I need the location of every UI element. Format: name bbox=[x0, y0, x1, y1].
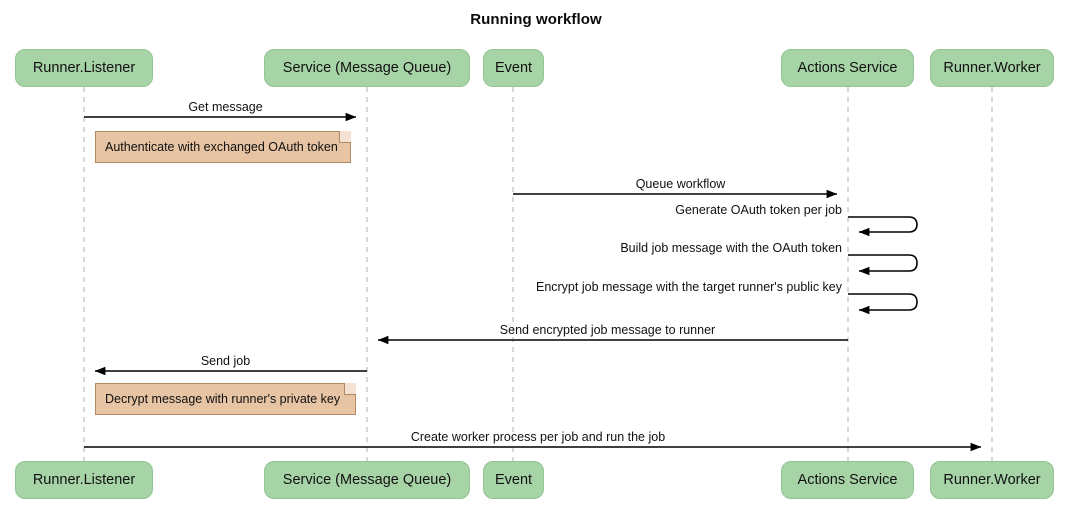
participant-label: Actions Service bbox=[797, 60, 898, 76]
message-label-encrypt-job-message: Encrypt job message with the target runn… bbox=[535, 280, 842, 294]
participant-label: Event bbox=[494, 472, 533, 488]
participant-runner-listener-top[interactable]: Runner.Listener bbox=[15, 49, 153, 87]
message-label-build-job-message: Build job message with the OAuth token bbox=[620, 241, 842, 255]
message-arrow-encrypt-job-message bbox=[848, 293, 918, 315]
participant-service-mq-bottom[interactable]: Service (Message Queue) bbox=[264, 461, 470, 499]
message-label-create-worker-process: Create worker process per job and run th… bbox=[410, 430, 666, 444]
participant-event-top[interactable]: Event bbox=[483, 49, 544, 87]
participant-label: Runner.Listener bbox=[32, 472, 136, 488]
message-label-queue-workflow: Queue workflow bbox=[635, 177, 726, 191]
participant-runner-worker-bottom[interactable]: Runner.Worker bbox=[930, 461, 1054, 499]
message-label-send-encrypted-job-message: Send encrypted job message to runner bbox=[499, 323, 716, 337]
participant-runner-worker-top[interactable]: Runner.Worker bbox=[930, 49, 1054, 87]
participant-actions-service-bottom[interactable]: Actions Service bbox=[781, 461, 914, 499]
participant-label: Actions Service bbox=[797, 472, 898, 488]
note-text: Authenticate with exchanged OAuth token bbox=[105, 140, 338, 154]
message-arrow-build-job-message bbox=[848, 254, 918, 276]
message-label-get-message: Get message bbox=[188, 100, 263, 114]
participant-event-bottom[interactable]: Event bbox=[483, 461, 544, 499]
message-arrow-generate-oauth-token bbox=[848, 216, 918, 237]
participant-service-mq-top[interactable]: Service (Message Queue) bbox=[264, 49, 470, 87]
message-label-generate-oauth-token: Generate OAuth token per job bbox=[675, 203, 842, 217]
note-text: Decrypt message with runner's private ke… bbox=[105, 392, 341, 406]
participant-label: Service (Message Queue) bbox=[282, 60, 452, 76]
participant-label: Runner.Worker bbox=[943, 60, 1041, 76]
message-label-send-job: Send job bbox=[200, 354, 251, 368]
participant-label: Runner.Worker bbox=[943, 472, 1041, 488]
participant-label: Runner.Listener bbox=[32, 60, 136, 76]
diagram-title: Running workflow bbox=[470, 11, 602, 28]
participant-label: Event bbox=[494, 60, 533, 76]
note-decrypt: Decrypt message with runner's private ke… bbox=[95, 383, 356, 415]
note-authenticate: Authenticate with exchanged OAuth token bbox=[95, 131, 351, 163]
participant-actions-service-top[interactable]: Actions Service bbox=[781, 49, 914, 87]
participant-runner-listener-bottom[interactable]: Runner.Listener bbox=[15, 461, 153, 499]
participant-label: Service (Message Queue) bbox=[282, 472, 452, 488]
